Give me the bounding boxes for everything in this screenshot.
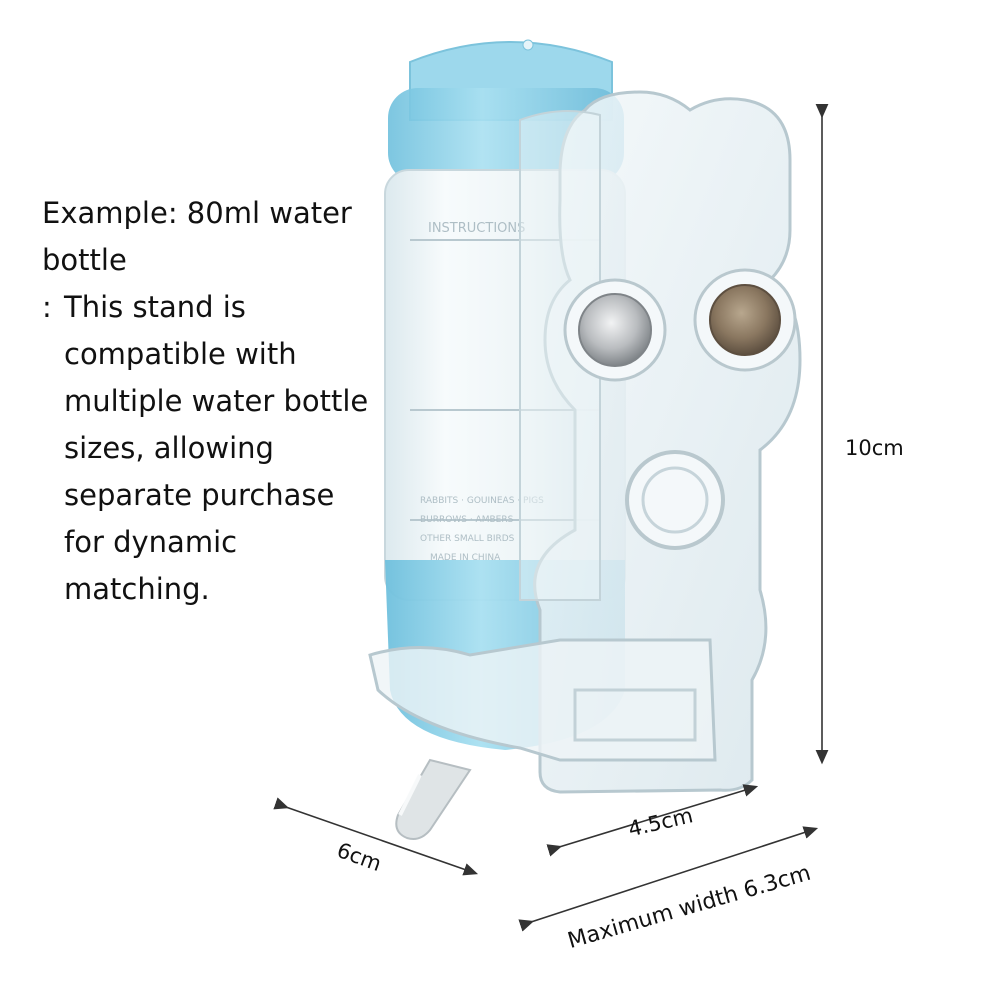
bottle-label-line: MADE IN CHINA — [430, 553, 501, 563]
acrylic-stand — [368, 90, 802, 794]
caption-title: Example: 80ml water bottle — [42, 196, 352, 277]
bottle-label-heading: INSTRUCTIONS — [428, 221, 525, 236]
max-width-arrow — [518, 826, 819, 932]
height-label: 10cm — [845, 436, 904, 460]
bottle-label-line: BURROWS · AMBERS — [420, 515, 514, 525]
caption-text: Example: 80ml water bottle : This stand … — [42, 190, 372, 613]
bottle-label: INSTRUCTIONS RABBITS · GOUINEAS · PIGS B… — [420, 221, 544, 563]
caption-colon: : — [42, 290, 52, 324]
dimension-arrows — [273, 104, 829, 932]
bottle-label-line: OTHER SMALL BIRDS — [420, 534, 515, 544]
caption-body: : This stand is compatible with multiple… — [42, 284, 372, 613]
caption-body-text: This stand is compatible with multiple w… — [64, 290, 369, 606]
depth-arrow — [273, 797, 479, 876]
bottle-label-line: RABBITS · GOUINEAS · PIGS — [420, 496, 544, 506]
